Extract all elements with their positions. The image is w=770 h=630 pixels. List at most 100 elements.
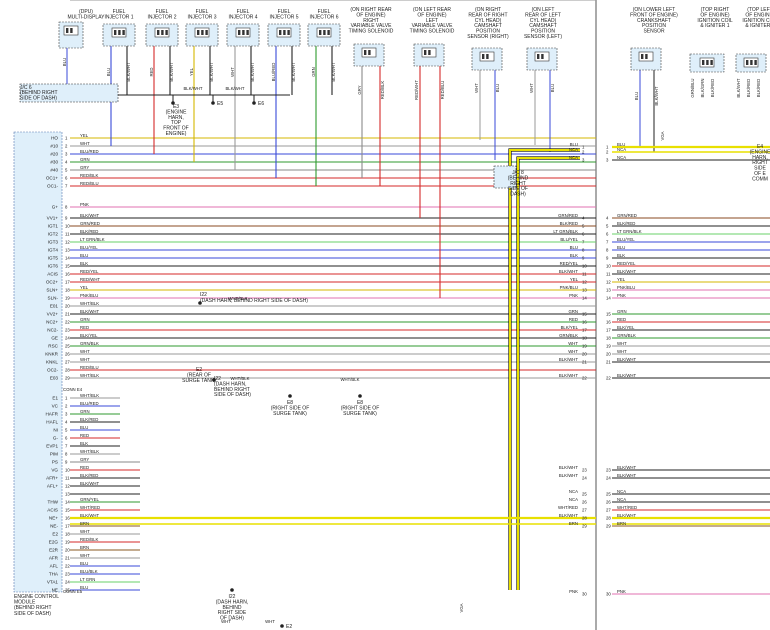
right-pin-number: 18	[582, 336, 587, 341]
ign-right-pin	[710, 60, 713, 65]
ecm-pin-name: IGT6	[48, 264, 59, 269]
right-page-pin-number: 26	[606, 500, 611, 505]
right-page-wire-label: BLK/WHT	[617, 269, 636, 274]
ecm-pin-number: 21	[65, 556, 70, 561]
vvt-right-label: TIMING SOLENOID	[349, 29, 394, 35]
right-pin-number: 14	[582, 296, 587, 301]
splice-e8b	[358, 394, 362, 398]
cmp-left-pin	[541, 54, 544, 59]
ign-right-label: (TOP RIGHT	[701, 7, 730, 13]
highlight-wire	[509, 149, 580, 590]
i22-a-label: I22	[200, 292, 207, 298]
right-page-wire-label: PNK	[617, 293, 626, 298]
ecm-pin-number: 12	[65, 240, 70, 245]
ecm-pin-number: 23	[65, 328, 70, 333]
ecm-wire-color-label: BLU	[80, 425, 88, 430]
ecm-pin-number: 20	[65, 304, 70, 309]
ign-wire-label: BLK/RED	[746, 79, 751, 97]
ecm-label: SIDE OF DASH)	[14, 611, 51, 617]
ign-wire-label: BLK/GRN	[700, 79, 705, 98]
e8b-label: (RIGHT SIDE OF	[341, 405, 380, 411]
ecm-pin-name: NE	[52, 588, 58, 593]
ecm-pin-number: 6	[65, 176, 68, 181]
right-page-wire-label: WHT/RED	[617, 505, 637, 510]
injector-wire-label: BLU/RED	[271, 63, 276, 82]
ecm-pin-name: ACIS	[47, 272, 58, 277]
right-pin-number: 10	[582, 264, 587, 269]
jc8-label: J/C 8	[512, 170, 524, 176]
right-wire-label: GRN	[568, 309, 578, 314]
vvt-wire-label: RED/WHT	[414, 80, 419, 100]
ecm-pin-name: IGT3	[48, 240, 59, 245]
right-page-pin-number: 8	[606, 248, 609, 253]
ign-left-pin	[750, 60, 753, 65]
injector-wire-label: BLK/WHT	[291, 62, 296, 81]
ecm-wire-color-label: BLU	[80, 585, 88, 590]
right-page-wire-label: BLK/WHT	[617, 513, 636, 518]
ecm-pin-number: 1	[65, 396, 68, 401]
ecm-pin-number: 18	[65, 532, 70, 537]
ecm-wire-color-label: RED	[80, 325, 89, 330]
ckp-label: FRONT OF ENGINE)	[630, 12, 678, 18]
i22-c-label: BEHIND	[223, 605, 242, 611]
ign-right-pin	[706, 60, 709, 65]
right-page-pin-number: 1	[606, 145, 609, 150]
e8b-label: E8	[357, 400, 363, 406]
ecm-pin-name: #40	[50, 168, 58, 173]
cmp-wire-label: BLU	[550, 84, 555, 92]
right-page-pin-number: 13	[606, 288, 611, 293]
conn-e4-label: CONN E4	[63, 387, 83, 392]
ecm-pin-name: KNKR	[45, 352, 58, 357]
ign-left-pin	[746, 60, 749, 65]
ecm-pin-number: 24	[65, 336, 70, 341]
ecm-pin-name: #30	[50, 160, 58, 165]
splice-i22-b	[212, 378, 216, 382]
ecm-pin-number: 13	[65, 248, 70, 253]
ecm-pin-name: THA	[49, 572, 59, 577]
fuel-injector-label: FUEL	[318, 9, 331, 15]
ecm-pin-name: VV1+	[47, 216, 59, 221]
right-wire-label: BLK/WHT	[559, 465, 578, 470]
cmp-left-label: CAMSHAFT	[529, 23, 557, 29]
ecm-pin-number: 14	[65, 256, 70, 261]
ecm-wire-color-label: BLK/WHT	[80, 513, 99, 518]
e2-rear-label: (REAR OF	[187, 372, 211, 378]
right-pin-number: 7	[582, 240, 585, 245]
ecm-pin-name: AFL+	[47, 484, 58, 489]
e4-label: HARN,	[752, 155, 768, 161]
ecm-pin-name: AFL	[50, 564, 59, 569]
right-wire-label: BLK/WHT	[559, 513, 578, 518]
jc8-label: DASH)	[510, 192, 526, 198]
right-page-wire-label: PNK/BLU	[617, 285, 635, 290]
fuel-injector-4-pin	[246, 30, 249, 35]
i22-c-label: I22	[229, 594, 236, 600]
ecm-pin-number: 17	[65, 280, 70, 285]
ecm-pin-name: VTA1	[47, 580, 59, 585]
right-page-pin-number: 16	[606, 320, 611, 325]
ecm-pin-name: G+	[52, 205, 59, 210]
fuel-injector-2-pin	[165, 30, 168, 35]
right-wire-label: NCA	[569, 147, 578, 152]
wire-label: WHT/BLK	[340, 377, 359, 382]
i22-a-label: (DASH HARN, BEHIND RIGHT SIDE OF DASH)	[200, 298, 308, 304]
ckp-label: POSITION	[642, 23, 666, 29]
right-page-pin-number: 28	[606, 516, 611, 521]
cmp-right-pin	[486, 54, 489, 59]
e3-label: TOP	[171, 120, 182, 126]
ecm-pin-number: 16	[65, 516, 70, 521]
ecm-pin-number: 1	[65, 136, 68, 141]
dlc-label: (DPU)	[79, 9, 93, 15]
ecm-pin-number: 2	[65, 144, 68, 149]
ecm-pin-name: IGT5	[48, 256, 59, 261]
ecm-wire-color-label: WHT	[80, 529, 90, 534]
ign-left-pin	[754, 60, 757, 65]
ecm-label: ENGINE CONTROL	[14, 594, 59, 600]
ecm-wire-color-label: WHT	[80, 553, 90, 558]
cmp-left-label: REAR OF LEFT	[525, 12, 561, 18]
e2-rear-label: E2	[196, 367, 202, 373]
fuel-injector-2-pin	[157, 30, 160, 35]
right-page-pin-number: 29	[606, 524, 611, 529]
jc6-label: (BEHIND RIGHT	[20, 90, 58, 96]
right-page-pin-number: 17	[606, 328, 611, 333]
